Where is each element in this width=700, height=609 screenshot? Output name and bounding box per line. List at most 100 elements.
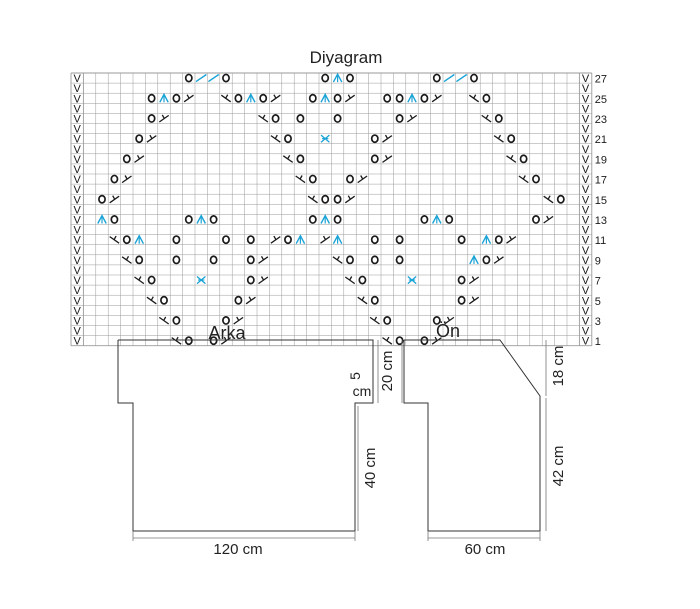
diagram-title: Diyagram [310, 48, 383, 67]
stitch-k [245, 296, 256, 305]
stitch-o [333, 93, 342, 103]
stitch-o [110, 214, 119, 224]
stitch-k [134, 154, 145, 163]
stitch-k [493, 255, 504, 264]
stitch-o [122, 235, 131, 245]
stitch-o [147, 113, 156, 123]
stitch-o [160, 295, 168, 305]
stitch-o [494, 113, 503, 123]
stitch-dec [159, 92, 169, 103]
stitch-k [506, 235, 517, 244]
edge-stitch-v: V [74, 134, 82, 146]
stitch-o [209, 336, 218, 346]
stitch-o [420, 336, 429, 346]
stitch-ks [109, 235, 120, 244]
back-piece-title: Arka [208, 323, 246, 343]
stitch-o [482, 255, 491, 265]
stitch-ks [543, 195, 554, 204]
stitch-x [407, 276, 417, 285]
stitch-dec [134, 234, 145, 245]
stitch-o [321, 194, 330, 204]
stitch-dec [431, 214, 442, 224]
stitch-o [370, 295, 379, 305]
stitch-o [519, 154, 528, 164]
stitch-up [456, 73, 468, 83]
stitch-ks [295, 175, 306, 184]
row-number-label: 25 [595, 94, 607, 106]
stitch-o [234, 295, 243, 305]
stitch-o [308, 174, 317, 184]
stitch-o [246, 275, 255, 285]
edge-stitch-v: V [582, 174, 590, 186]
stitch-o [147, 275, 156, 285]
stitch-o [222, 235, 230, 245]
stitch-o [246, 255, 255, 265]
stitch-k [270, 235, 281, 244]
edge-stitch-v: V [582, 235, 590, 247]
stitch-dec [196, 214, 207, 224]
stitch-o [172, 93, 181, 103]
stitch-ks [332, 255, 343, 264]
stitch-o [470, 73, 478, 83]
stitch-o [209, 255, 218, 265]
stitch-o [395, 255, 404, 265]
stitch-o [333, 113, 342, 123]
stitch-o [457, 295, 466, 305]
stitch-o [432, 316, 441, 325]
stitch-k [109, 195, 120, 204]
row-number-label: 21 [595, 134, 607, 146]
stitch-dec [332, 234, 343, 245]
stitch-k [468, 276, 480, 285]
stitch-symbols [97, 72, 565, 346]
edge-stitch-v: V [582, 225, 590, 237]
stitch-x [196, 276, 206, 285]
stitch-o [308, 93, 317, 103]
row-number-label: 11 [595, 235, 606, 247]
edge-stitch-v: V [582, 83, 590, 95]
stitch-k [258, 276, 269, 285]
stitch-ks [468, 94, 480, 103]
stitch-o [296, 154, 305, 164]
row-number-label: 9 [595, 255, 601, 267]
back-piece-outline [117, 339, 374, 532]
stitch-o [172, 235, 181, 245]
stitch-o [321, 73, 330, 83]
stitch-o [271, 113, 280, 123]
stitch-o [333, 214, 342, 224]
edge-stitch-v: V [582, 265, 590, 277]
stitch-ks [307, 195, 318, 204]
row-number-label: 3 [595, 316, 601, 328]
edge-stitch-v: V [582, 215, 590, 227]
stitch-o [395, 113, 404, 123]
edge-stitch-v: V [582, 124, 590, 136]
stitch-o [184, 214, 193, 224]
stitch-ks [158, 316, 170, 325]
front-piece-title: Ön [436, 321, 460, 341]
stitch-k [258, 255, 269, 264]
edge-stitch-v: V [74, 174, 82, 186]
stitch-k [444, 316, 455, 325]
stitch-k [406, 114, 418, 123]
back-width-label: 120 cm [213, 541, 262, 558]
stitch-ks [357, 296, 368, 305]
edge-stitch-v: V [74, 316, 82, 328]
stitch-k [382, 154, 393, 163]
edge-stitch-v: V [74, 275, 82, 287]
stitch-o [395, 336, 404, 346]
stitch-o [532, 214, 540, 224]
stitch-o [98, 194, 106, 204]
stitch-o [432, 73, 441, 83]
edge-stitch-v: V [582, 204, 590, 216]
back-inset-value: 5 [347, 372, 363, 380]
edge-stitch-v: V [582, 316, 590, 328]
stitch-o [135, 255, 144, 265]
edge-stitch-v: V [582, 285, 590, 297]
edge-stitch-v: V [74, 194, 82, 206]
stitch-k [158, 114, 170, 123]
edge-stitch-v: V [74, 245, 82, 257]
stitch-dec [407, 92, 417, 103]
stitch-o [445, 214, 454, 224]
stitch-o [222, 73, 230, 83]
stitch-dec [320, 92, 331, 103]
